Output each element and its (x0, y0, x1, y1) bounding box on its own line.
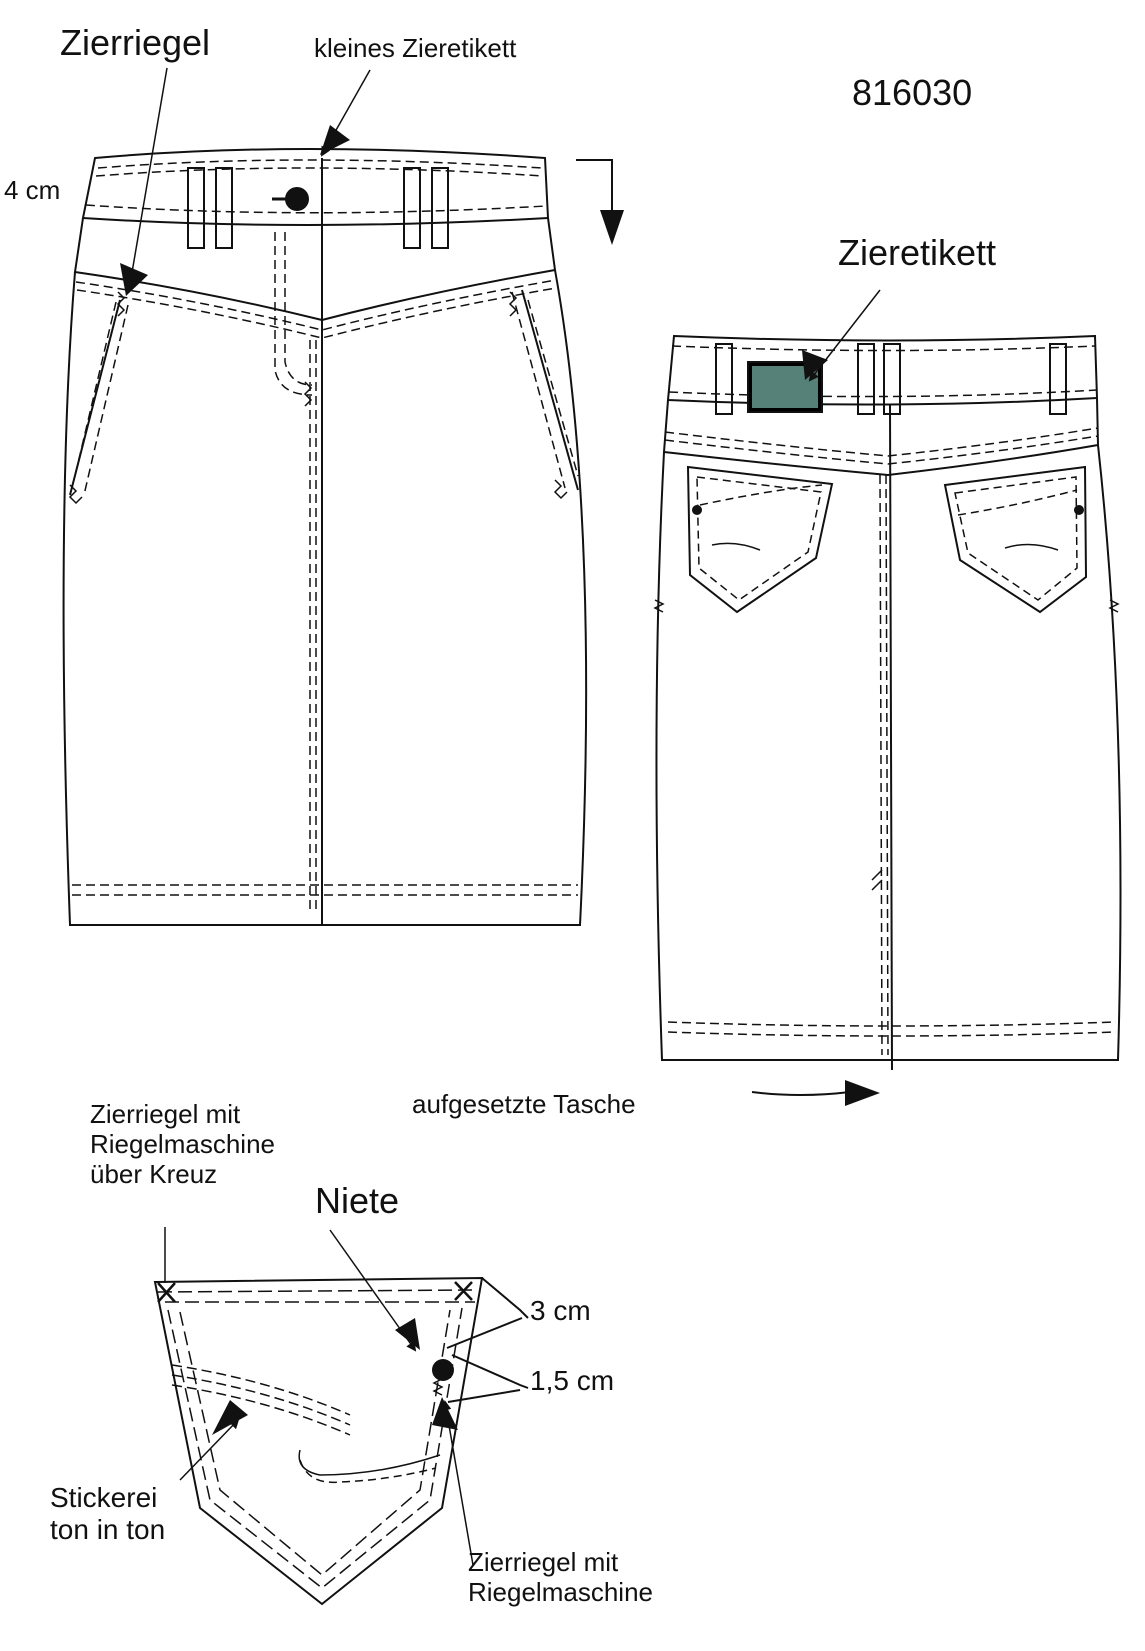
arrowhead (320, 125, 350, 155)
label-zieretikett: Zieretikett (838, 232, 997, 273)
pocket-detail-outline (153, 1276, 484, 1606)
front-skirt-view (62, 148, 588, 926)
arrowhead (395, 1318, 420, 1350)
label-aufgesetzte-tasche: aufgesetzte Tasche (412, 1089, 636, 1119)
back-rivet-left (692, 505, 702, 515)
back-yoke (662, 397, 1100, 477)
pocket-rivet (432, 1359, 454, 1381)
leader-zierriegel-riegelmaschine (441, 1400, 474, 1566)
back-pocket-left (686, 465, 834, 614)
label-niete: Niete (315, 1180, 400, 1221)
label-kleines-zieretikett: kleines Zieretikett (314, 33, 517, 63)
belt-loop (715, 343, 733, 415)
front-skirt-body (62, 269, 588, 926)
belt-loop (1049, 343, 1067, 415)
direction-arrow-down (576, 159, 613, 230)
leader-stickerei (179, 1418, 240, 1481)
front-pocket-right (521, 289, 579, 491)
back-pocket-right (943, 465, 1088, 614)
belt-loop (215, 167, 233, 249)
leader-zierriegel (125, 67, 168, 292)
label-dim-3cm: 3 cm (530, 1295, 591, 1326)
pocket-detail (153, 1276, 529, 1606)
label-dim-1-5cm: 1,5 cm (530, 1365, 615, 1396)
front-button (285, 187, 309, 211)
label-zierriegel-riegelmaschine: Zierriegel mit Riegelmaschine (468, 1547, 653, 1607)
back-skirt-body (655, 444, 1122, 1061)
belt-loop (883, 343, 901, 415)
label-zierriegel: Zierriegel (60, 22, 211, 63)
back-rivet-right (1074, 505, 1084, 515)
label-stickerei: Stickerei ton in ton (50, 1482, 166, 1546)
back-skirt-view (653, 334, 1122, 1071)
belt-loop (187, 167, 205, 249)
front-yoke (73, 217, 557, 322)
arrowhead (432, 1397, 458, 1430)
arrowhead (212, 1400, 248, 1435)
article-number: 816030 (852, 72, 973, 113)
label-zierriegel-kreuz: Zierriegel mit Riegelmaschine über Kreuz (90, 1099, 275, 1189)
front-pocket-left (69, 299, 121, 496)
label-waistband-height: 4 cm (4, 175, 61, 205)
direction-arrow-right (751, 1091, 851, 1096)
belt-loop (403, 167, 421, 249)
arrowhead (802, 350, 828, 380)
belt-loop (857, 343, 875, 415)
belt-loop (431, 167, 449, 249)
arrowhead (120, 263, 148, 296)
